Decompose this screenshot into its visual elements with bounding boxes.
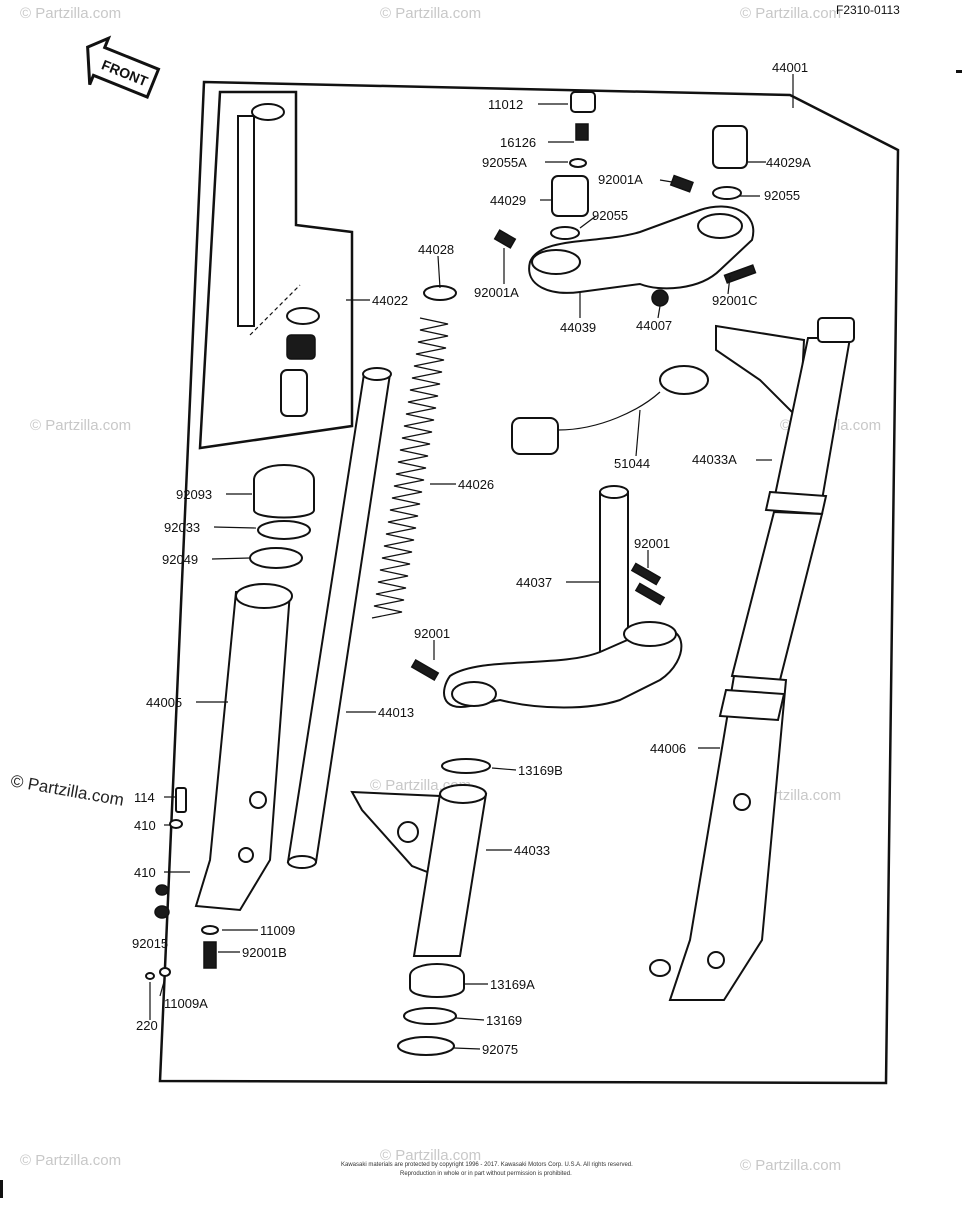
part-label: 44028 [418, 242, 454, 257]
part-label: 44026 [458, 477, 494, 492]
top-hardware [493, 91, 757, 284]
watermark-text: © Partzilla.com [20, 5, 121, 22]
part-label: 92001A [474, 285, 519, 300]
steering-stem [410, 485, 683, 709]
part-label: 11009 [260, 923, 295, 938]
part-label: 92033 [164, 520, 200, 535]
watermark-text: © Partzilla.com [20, 1152, 121, 1169]
part-label: 114 [134, 790, 155, 805]
partzilla-watermark: © Partzilla.com [9, 771, 125, 810]
part-label: 92093 [176, 487, 212, 502]
inset-parts [237, 103, 320, 417]
bearing-rings [397, 963, 465, 1056]
part-label: 44039 [560, 320, 596, 335]
part-label: 44005 [146, 695, 182, 710]
part-label: 92055A [482, 155, 527, 170]
part-label: 51044 [614, 456, 650, 471]
watermarks: © Partzilla.com © Partzilla.com © Partzi… [20, 5, 881, 1174]
margin-mark [956, 70, 962, 73]
part-label: 410 [134, 865, 156, 880]
right-outer-tube [649, 674, 788, 1001]
front-arrow-icon: FRONT [86, 35, 161, 100]
part-labels: 44001 11012 16126 92055A 44029A 92001A 9… [132, 60, 811, 1057]
brake-hose [511, 365, 709, 455]
upper-triple-clamp [528, 205, 755, 307]
left-outer-tube [194, 583, 293, 912]
part-label: 11009A [164, 996, 208, 1011]
part-label: 44013 [378, 705, 414, 720]
leader-lines [149, 74, 794, 1050]
part-label: 13169 [486, 1013, 522, 1028]
part-label: 92001A [598, 172, 643, 187]
part-label: 44033A [692, 452, 737, 467]
part-label: 44029A [766, 155, 811, 170]
copyright-line: Reproduction in whole or in part without… [400, 1171, 572, 1177]
margin-mark [0, 1180, 3, 1198]
part-label: 92001B [242, 945, 287, 960]
part-label: 16126 [500, 135, 536, 150]
part-label: 44001 [772, 60, 808, 75]
part-label: 92055 [764, 188, 800, 203]
headlight-bracket [350, 758, 491, 957]
part-label: 44022 [372, 293, 408, 308]
fork-spring [371, 317, 449, 619]
part-label: 13169A [490, 977, 535, 992]
part-label: 92075 [482, 1042, 518, 1057]
watermark-text: © Partzilla.com [380, 1147, 481, 1164]
watermark-text: © Partzilla.com [380, 5, 481, 22]
part-label: 92001 [414, 626, 450, 641]
part-label: 44037 [516, 575, 552, 590]
fork-seals [249, 464, 315, 569]
inset-frame [198, 90, 354, 450]
part-label: 44029 [490, 193, 526, 208]
watermark-text: © Partzilla.com [740, 5, 841, 22]
part-label: 44033 [514, 843, 550, 858]
part-label: 92015 [132, 936, 168, 951]
watermark-text: © Partzilla.com [30, 417, 131, 434]
part-label: 13169B [518, 763, 563, 778]
part-label: 44006 [650, 741, 686, 756]
right-fork-upper [715, 317, 855, 682]
spring-seat [423, 285, 457, 301]
part-label: 410 [134, 818, 156, 833]
part-label: 92055 [592, 208, 628, 223]
part-label: 92049 [162, 552, 198, 567]
part-label: 92001C [712, 293, 758, 308]
watermark-text: © Partzilla.com [740, 1157, 841, 1174]
small-hardware [145, 787, 219, 980]
part-label: 220 [136, 1018, 158, 1033]
part-label: 92001 [634, 536, 670, 551]
part-label: 11012 [488, 97, 523, 112]
diagram-code: F2310-0113 [836, 3, 900, 17]
part-label: 44007 [636, 318, 672, 333]
inner-fork-tube [286, 367, 392, 869]
copyright-line: Kawasaki materials are protected by copy… [341, 1162, 633, 1168]
